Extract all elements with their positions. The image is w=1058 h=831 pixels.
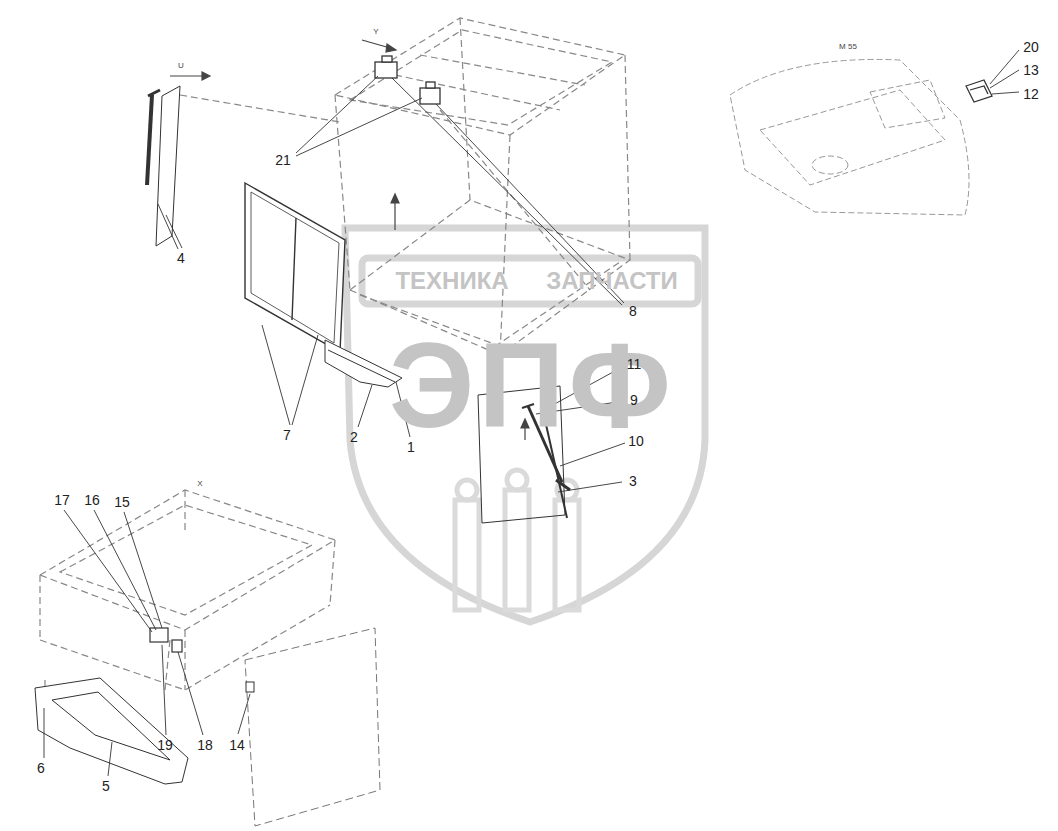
callout-number: 2 bbox=[350, 430, 358, 444]
callout-number: 16 bbox=[84, 493, 100, 507]
callout-number: 8 bbox=[629, 304, 637, 318]
callout-number: 13 bbox=[1023, 63, 1039, 77]
callout-number: 4 bbox=[177, 251, 185, 265]
callout-number: 18 bbox=[197, 738, 213, 752]
watermark-text: ТЕХНИКА bbox=[395, 269, 508, 293]
callout-number: 12 bbox=[1023, 87, 1039, 101]
callout-number: U bbox=[178, 62, 184, 70]
callout-number: 10 bbox=[628, 434, 644, 448]
callout-number: 20 bbox=[1023, 40, 1039, 54]
callout-number: 7 bbox=[283, 428, 291, 442]
callout-number: X bbox=[197, 480, 202, 488]
callout-number: 3 bbox=[629, 474, 637, 488]
callout-number: 15 bbox=[114, 495, 130, 509]
callout-number: Y bbox=[373, 28, 378, 36]
callout-number: 21 bbox=[275, 153, 291, 167]
callout-number: 1 bbox=[407, 440, 415, 454]
watermark-text: ЗАПЧАСТИ bbox=[546, 269, 678, 293]
callout-number: 14 bbox=[229, 738, 245, 752]
callout-number: 5 bbox=[102, 779, 110, 793]
callout-number: 17 bbox=[54, 493, 70, 507]
callout-number: 9 bbox=[630, 393, 638, 407]
watermark-text: ЭПФ bbox=[389, 325, 675, 445]
callout-number: 19 bbox=[157, 738, 173, 752]
callout-number: 6 bbox=[37, 761, 45, 775]
callout-number: 11 bbox=[627, 357, 642, 371]
callout-number: M 55 bbox=[839, 43, 857, 51]
